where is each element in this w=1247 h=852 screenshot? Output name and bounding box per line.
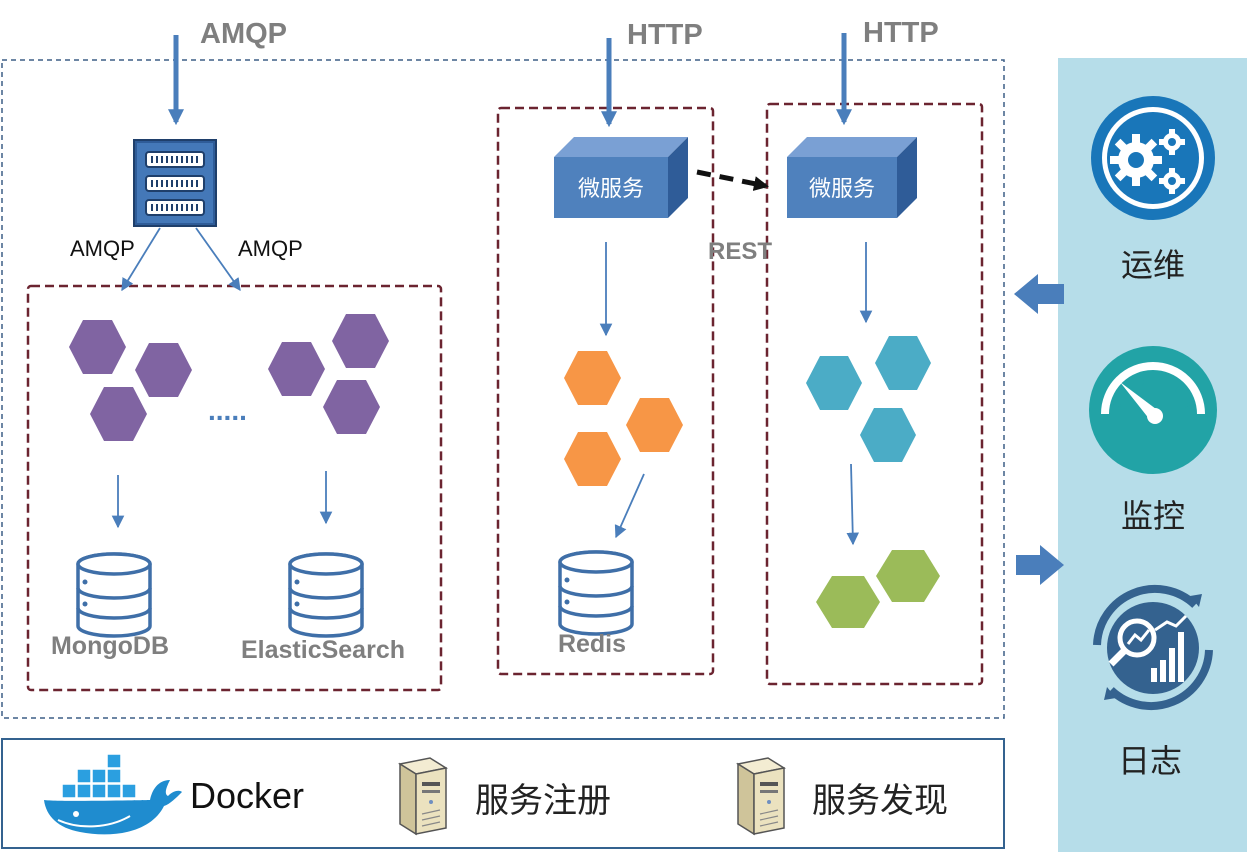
redis-icon: [558, 550, 634, 636]
discovery-label: 服务发现: [812, 781, 948, 821]
http-input-label-left: HTTP: [627, 19, 703, 51]
elasticsearch-label: ElasticSearch: [241, 636, 405, 664]
arrow-to-ops-panel: [1016, 545, 1064, 585]
arrow-from-ops-panel: [1014, 274, 1064, 314]
microservice-a: 微服务: [554, 137, 688, 218]
infrastructure-bar: [1, 738, 1005, 849]
queue-arrow-left: [121, 227, 161, 292]
service-a-instances: [564, 351, 683, 486]
docker-whale-icon: [44, 753, 182, 835]
microservice-a-title: 微服务: [578, 177, 644, 202]
gears-icon: [1091, 96, 1215, 220]
rest-call-arrow: [696, 169, 769, 191]
mongodb-icon: [76, 552, 152, 638]
microservice-b-title: 微服务: [809, 177, 875, 202]
queue-label-right: AMQP: [238, 236, 303, 261]
rest-label: REST: [708, 238, 772, 265]
registry-server-icon: [399, 757, 447, 835]
service-a-group: [496, 106, 715, 676]
amqp-input-label: AMQP: [200, 18, 287, 50]
microservice-b: 微服务: [787, 137, 917, 218]
discovery-server-icon: [737, 757, 785, 835]
queue-arrow-right: [195, 227, 241, 292]
service-b-instances: [806, 336, 931, 462]
elasticsearch-icon: [288, 552, 364, 638]
service-b-arrow-lower: [846, 463, 860, 546]
redis-label: Redis: [558, 630, 626, 658]
consumer-cluster-left: [69, 320, 192, 441]
arrow-to-redis: [614, 473, 645, 539]
mongodb-label: MongoDB: [51, 632, 169, 660]
service-b-downstream: [816, 550, 940, 628]
message-queue-icon: [133, 139, 217, 227]
gauge-icon: [1089, 346, 1217, 474]
monitor-label: 监控: [1121, 497, 1185, 535]
docker-label: Docker: [190, 775, 304, 816]
queue-label-left: AMQP: [70, 236, 135, 261]
registry-label: 服务注册: [475, 781, 611, 821]
consumer-cluster-right: [268, 314, 389, 434]
analytics-icon: [1093, 584, 1213, 711]
cluster-boundary: [1, 59, 1005, 719]
log-label: 日志: [1118, 742, 1182, 780]
service-b-group: [765, 102, 984, 686]
http-input-label-right: HTTP: [863, 17, 939, 49]
ellipsis: .....: [208, 395, 247, 426]
ops-label: 运维: [1121, 246, 1185, 284]
